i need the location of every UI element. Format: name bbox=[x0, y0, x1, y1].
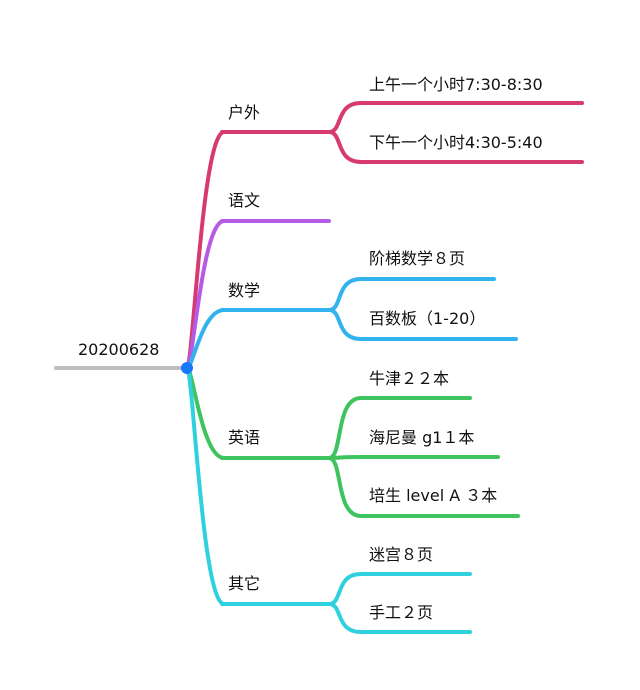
subtopic-connector bbox=[327, 602, 472, 634]
subtopic-ladder-math[interactable]: 阶梯数学８页 bbox=[369, 249, 466, 268]
subtopic-connector bbox=[327, 396, 472, 460]
subtopic-connector bbox=[327, 308, 518, 341]
subtopic-afternoon-hour[interactable]: 下午一个小时4:30-5:40 bbox=[369, 133, 543, 152]
subtopic-heinemann[interactable]: 海尼曼 g1１本 bbox=[369, 428, 475, 447]
subtopic-handcraft[interactable]: 手工２页 bbox=[369, 603, 434, 622]
branch-topic-math[interactable]: 数学 bbox=[228, 281, 261, 300]
subtopic-connector bbox=[327, 572, 472, 606]
subtopic-connector bbox=[327, 455, 500, 460]
branch-topic-other[interactable]: 其它 bbox=[228, 574, 261, 593]
subtopic-morning-hour[interactable]: 上午一个小时7:30-8:30 bbox=[369, 75, 543, 94]
subtopic-connector bbox=[327, 130, 584, 164]
subtopic-connector bbox=[327, 277, 496, 312]
subtopic-oxford[interactable]: 牛津２２本 bbox=[369, 369, 450, 388]
subtopic-maze[interactable]: 迷宫８页 bbox=[369, 545, 434, 564]
root-topic[interactable]: 20200628 bbox=[78, 340, 160, 359]
branch-connector bbox=[185, 366, 226, 606]
subtopic-pearson[interactable]: 培生 level A ３本 bbox=[369, 486, 498, 505]
branch-topic-english[interactable]: 英语 bbox=[228, 428, 261, 447]
subtopic-hundred-board[interactable]: 百数板（1-20） bbox=[369, 309, 486, 328]
subtopic-connector bbox=[327, 456, 520, 518]
subtopic-connector bbox=[327, 101, 584, 134]
root-node-dot[interactable] bbox=[181, 362, 193, 374]
branch-topic-chinese[interactable]: 语文 bbox=[228, 191, 261, 210]
branch-topic-outdoor[interactable]: 户外 bbox=[228, 103, 261, 122]
branch-connector bbox=[185, 219, 226, 370]
